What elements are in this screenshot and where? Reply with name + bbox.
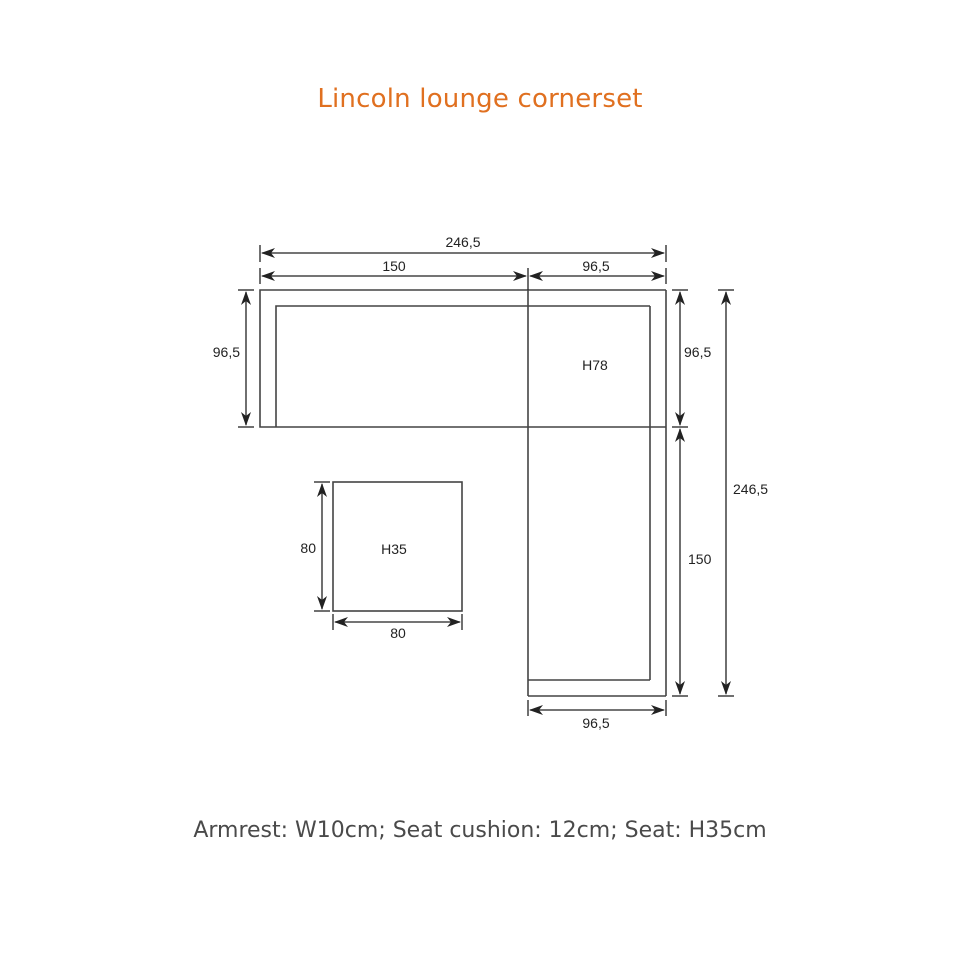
specs-footer: Armrest: W10cm; Seat cushion: 12cm; Seat… <box>193 818 767 843</box>
dim-right-total: 246,5 <box>733 481 768 497</box>
sofa-left-section <box>259 289 528 428</box>
label-table-height: H35 <box>381 541 407 557</box>
dim-table-width: 80 <box>390 625 406 641</box>
table <box>332 481 463 612</box>
sofa-bottom-section <box>528 679 666 697</box>
dim-top-total: 246,5 <box>445 234 480 250</box>
sofa-corner-section <box>527 289 667 696</box>
dim-bottom-width: 96,5 <box>582 715 609 731</box>
dim-table-height: 80 <box>300 540 316 556</box>
dim-left-height: 96,5 <box>213 344 240 360</box>
diagram-title: Lincoln lounge cornerset <box>317 84 643 114</box>
dim-top-left: 150 <box>382 258 406 274</box>
dim-right-lower: 150 <box>688 551 712 567</box>
label-corner-height: H78 <box>582 357 608 373</box>
dim-right-upper: 96,5 <box>684 344 711 360</box>
dim-top-right: 96,5 <box>582 258 609 274</box>
